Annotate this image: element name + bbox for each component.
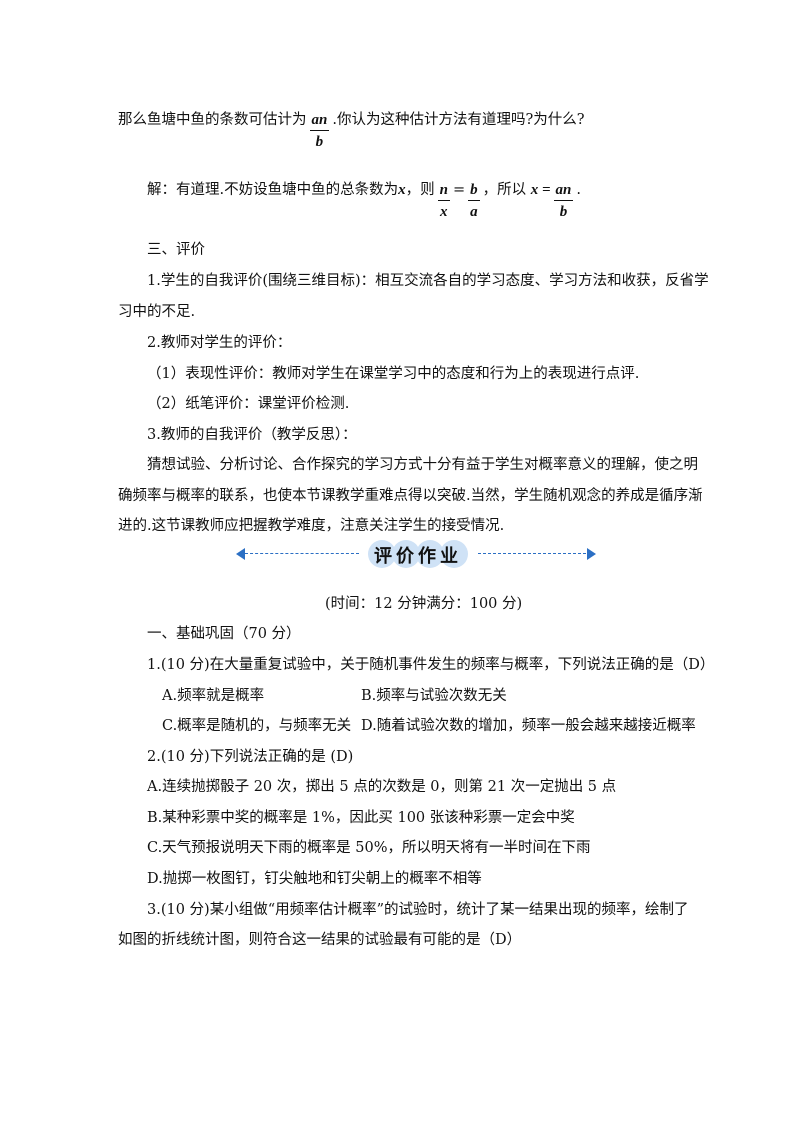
question-1-option-a: A.频率就是概率	[162, 688, 265, 704]
circle-decoration	[416, 540, 444, 568]
circle-decoration	[368, 540, 396, 568]
intro-text-before: 那么鱼塘中鱼的条数可估计为	[118, 112, 307, 128]
paragraph-4-line-1: 猜想试验、分析讨论、合作探究的学习方式十分有益于学生对概率意义的理解，使之明	[147, 457, 698, 473]
fraction-an-over-b: an b	[309, 110, 330, 153]
homework-banner: 评价作业	[236, 540, 596, 568]
banner-circles	[368, 540, 468, 568]
fraction-an-over-b-result: an b	[553, 180, 574, 223]
question-2-option-d: D.抛掷一枚图钉，钉尖触地和钉尖朝上的概率不相等	[147, 871, 482, 887]
part1-heading: 一、基础巩固（70 分）	[147, 626, 301, 642]
solution-end: .	[576, 182, 581, 198]
fraction-numerator: an	[553, 180, 574, 201]
dashed-line-left	[245, 553, 359, 554]
x-equals: x =	[530, 182, 551, 198]
solution-mid1: ，则	[405, 182, 435, 198]
paragraph-2: 2.教师对学生的评价：	[147, 335, 292, 351]
fraction-denominator: b	[559, 204, 568, 220]
paragraph-4-line-2: 确频率与概率的联系，也使本节课教学重难点得以突破.当然，学生随机观念的养成是循序…	[118, 488, 703, 504]
fraction-denominator: x	[440, 204, 448, 220]
circle-decoration	[392, 540, 420, 568]
banner-title: 评价作业	[374, 546, 462, 567]
solution-mid2: ，所以	[482, 182, 527, 198]
fraction-denominator: b	[315, 134, 324, 150]
question-2-option-a: A.连续抛掷骰子 20 次，掷出 5 点的次数是 0，则第 21 次一定抛出 5…	[147, 779, 617, 795]
paragraph-3: 3.教师的自我评价（教学反思）：	[147, 427, 357, 443]
question-2: 2.(10 分)下列说法正确的是 (D)	[147, 749, 354, 765]
paragraph-1-line-2: 习中的不足.	[118, 304, 196, 320]
intro-text-after: .你认为这种估计方法有道理吗?为什么?	[332, 112, 585, 128]
question-1-option-d: D.随着试验次数的增加，频率一般会越来越接近概率	[361, 718, 696, 734]
paragraph-1-line-1: 1.学生的自我评价(围绕三维目标)：相互交流各自的学习态度、学习方法和收获，反省…	[147, 273, 709, 289]
fraction-numerator: an	[309, 110, 330, 131]
solution-prefix: 解：有道理.不妨设鱼塘中鱼的总条数为	[147, 182, 399, 198]
paragraph-4-line-3: 进的.这节课教师应把握教学难度，注意关注学生的接受情况.	[118, 518, 505, 534]
paragraph-2-1: （1）表现性评价：教师对学生在课堂学习中的态度和行为上的表现进行点评.	[147, 366, 640, 382]
arrow-left-icon	[236, 548, 245, 560]
section-heading: 三、评价	[147, 242, 205, 258]
question-1-option-c: C.概率是随机的，与频率无关	[162, 718, 352, 734]
question-3-line-2: 如图的折线统计图，则符合这一结果的试验最有可能的是（D）	[118, 932, 522, 948]
time-info: (时间：12 分钟满分：100 分)	[325, 596, 523, 612]
arrow-right-icon	[587, 548, 596, 560]
question-2-option-c: C.天气预报说明天下雨的概率是 50%，所以明天将有一半时间在下雨	[147, 840, 591, 856]
circle-decoration	[440, 540, 468, 568]
fraction-numerator: b	[468, 180, 480, 201]
question-1-option-b: B.频率与试验次数无关	[361, 688, 507, 704]
equals-sign: =	[452, 182, 466, 198]
question-1: 1.(10 分)在大量重复试验中，关于随机事件发生的频率与概率，下列说法正确的是…	[147, 657, 715, 673]
question-3-line-1: 3.(10 分)某小组做“用频率估计概率”的试验时，统计了某一结果出现的频率，绘…	[147, 902, 689, 918]
fraction-denominator: a	[470, 204, 478, 220]
fraction-numerator: n	[437, 180, 450, 201]
paragraph-2-2: （2）纸笔评价：课堂评价检测.	[147, 396, 350, 412]
variable-x: x	[398, 182, 406, 198]
dashed-line-right	[478, 553, 586, 554]
question-2-option-b: B.某种彩票中奖的概率是 1%，因此买 100 张该种彩票一定会中奖	[147, 810, 575, 826]
